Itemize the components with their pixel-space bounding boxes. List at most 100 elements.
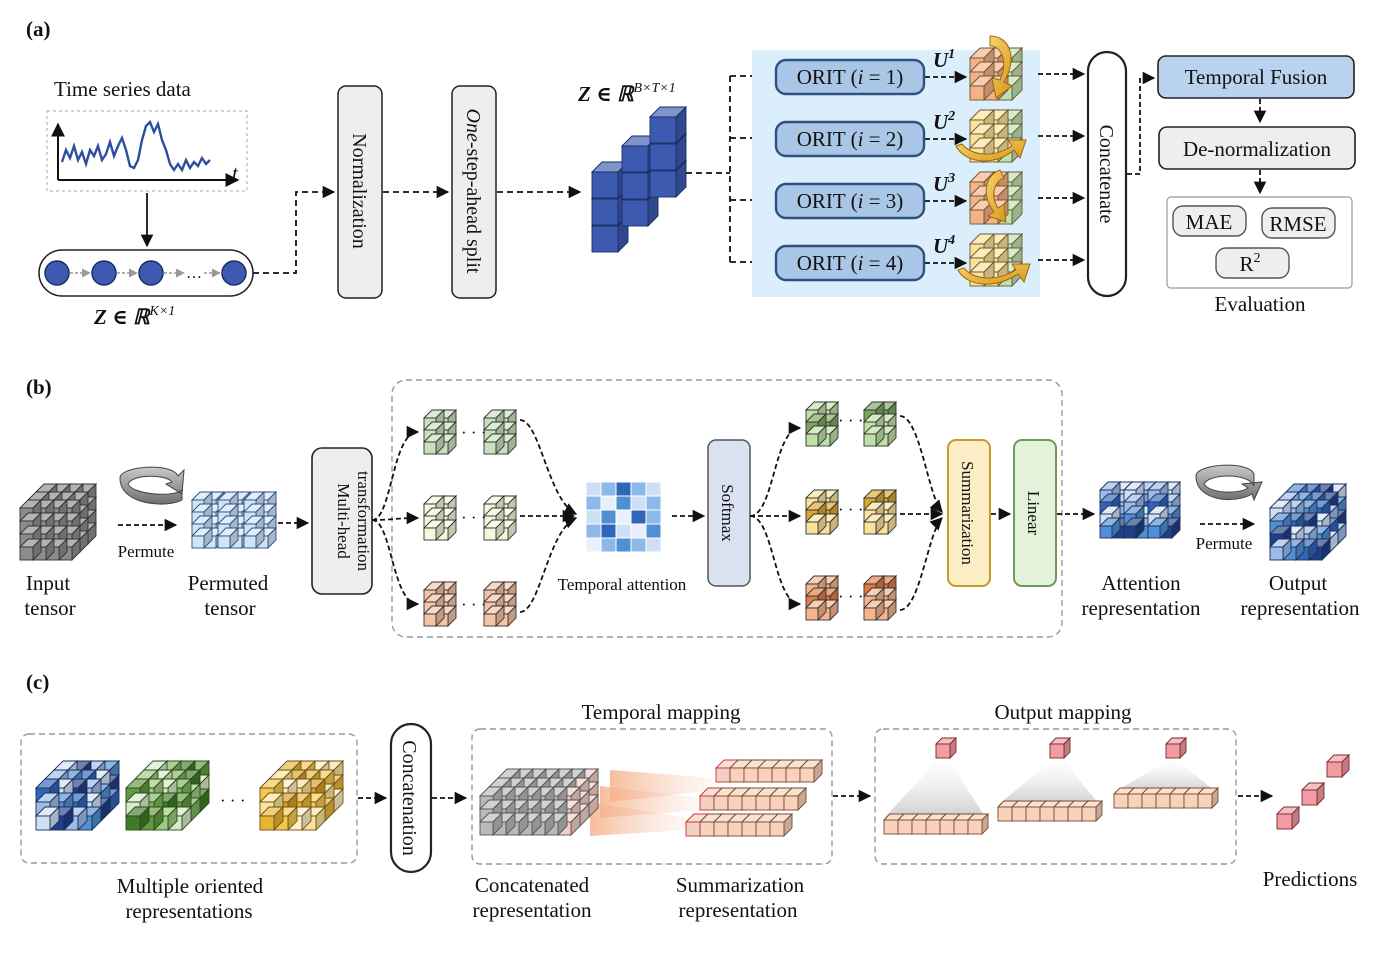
normalization-box: [337, 85, 383, 299]
summarization-rep-label-1: Summarization: [676, 873, 805, 897]
normalization-label: Normalization: [348, 133, 370, 249]
attention-cell: [615, 509, 632, 525]
panel-label-a: (a): [26, 17, 51, 41]
batch-cube: [648, 105, 688, 145]
temporal-mapping-frame: [471, 728, 833, 865]
u-label-3: U3: [933, 171, 955, 196]
unit-cube: [258, 805, 285, 832]
concatenate-box: [1086, 50, 1128, 298]
output-rep-label-2: representation: [1241, 596, 1360, 620]
unit-cube: [804, 598, 828, 622]
softmax-label: Softmax: [718, 484, 737, 542]
head-column: [482, 580, 518, 628]
attention-cell: [645, 481, 662, 497]
attention-cell: [600, 481, 617, 497]
projection-fan: [998, 762, 1100, 805]
output-mapping-title: Output mapping: [994, 700, 1132, 724]
unit-cube: [1122, 516, 1146, 540]
multiple-oriented-label-2: representations: [125, 899, 252, 923]
multiple-oriented-frame: [20, 733, 358, 864]
projection-fan: [1114, 762, 1216, 792]
z-k-label: Z ∈ ℝK×1: [93, 304, 175, 329]
rotation-arrows-a: [955, 35, 1031, 285]
unit-cube: [482, 518, 506, 542]
attention-cell: [630, 523, 647, 539]
attention-cell: [630, 481, 647, 497]
temporal-attention-matrix: [585, 481, 662, 553]
attention-rep-label-1: Attention: [1101, 571, 1181, 595]
weighted-column: [862, 400, 898, 448]
concatenate-label: Concatenate: [1095, 125, 1117, 224]
temporal-attention-label: Temporal attention: [558, 575, 687, 594]
u-label-2: U2: [933, 109, 955, 134]
output-mapping-frame: [874, 728, 1237, 865]
permute-label-1: Permute: [118, 542, 175, 561]
r2-chip: [1215, 247, 1290, 279]
attention-cell: [630, 495, 647, 511]
unit-cube: [1268, 537, 1293, 562]
attention-cell: [615, 523, 632, 539]
mapped-row: [882, 812, 990, 836]
head-columns: [422, 408, 518, 628]
head-column: [422, 494, 458, 542]
weighted-ellipsis-1: · · ·: [838, 411, 863, 430]
unit-cube: [242, 526, 266, 550]
green-representation: [124, 759, 211, 832]
attention-representation-cubes: [1098, 480, 1182, 540]
attention-cell: [645, 495, 662, 511]
attention-cell: [645, 523, 662, 539]
attention-module-frame: [391, 379, 1063, 638]
input-tensor-label-2: tensor: [24, 596, 75, 620]
panel-label-c: (c): [26, 670, 49, 694]
split-box: [451, 85, 497, 299]
head-column: [482, 494, 518, 542]
attention-cell: [585, 537, 602, 553]
attention-cell: [615, 537, 632, 553]
multihead-box: [311, 447, 373, 595]
concat-to-fusion-arrow: [1127, 71, 1156, 175]
unit-cube: [862, 424, 886, 448]
summarization-row: [714, 758, 824, 784]
r2-label: R2: [1239, 251, 1260, 276]
mapped-row: [1112, 786, 1220, 810]
attention-cell: [585, 481, 602, 497]
yellow-representation: [258, 759, 345, 832]
summarization-row: [698, 786, 808, 812]
output-mapping-graphic: [882, 736, 1220, 836]
row-cube: [1196, 786, 1220, 810]
temporal-mapping-graphic: [478, 758, 824, 838]
prediction-source-cube: [1164, 736, 1188, 760]
predictions-label: Predictions: [1263, 867, 1358, 891]
temporal-fusion-label: Temporal Fusion: [1185, 65, 1328, 89]
mapped-row: [996, 799, 1104, 823]
unit-cube: [482, 432, 506, 456]
orit-block-2: ORIT (i = 2): [774, 120, 926, 158]
attention-cell: [630, 509, 647, 525]
mae-label: MAE: [1186, 210, 1233, 234]
arrow-to-normalization: [253, 185, 336, 274]
head-ellipsis-2: · · ·: [461, 508, 486, 527]
attention-cell: [615, 481, 632, 497]
permute-label-2: Permute: [1196, 534, 1253, 553]
attention-cell: [645, 537, 662, 553]
unit-cube: [216, 526, 240, 550]
attention-cell: [615, 495, 632, 511]
attention-cell: [600, 537, 617, 553]
attention-cell: [585, 523, 602, 539]
row-cube: [966, 812, 990, 836]
summarization-rep-label-2: representation: [679, 898, 798, 922]
unit-cube: [862, 598, 886, 622]
temporal-mapping-title: Temporal mapping: [582, 700, 741, 724]
multi-ellipsis: · · ·: [220, 791, 245, 810]
unit-cube: [34, 805, 61, 832]
svg-text:…: …: [186, 265, 202, 282]
concatenation-box: [389, 722, 433, 874]
mapping-band: [590, 802, 688, 836]
unit-cube: [1098, 516, 1122, 540]
output-representation-cubes: [1268, 482, 1348, 562]
mae-chip: [1172, 205, 1247, 237]
panel-label-b: (b): [26, 375, 52, 399]
row-cube: [782, 786, 808, 812]
